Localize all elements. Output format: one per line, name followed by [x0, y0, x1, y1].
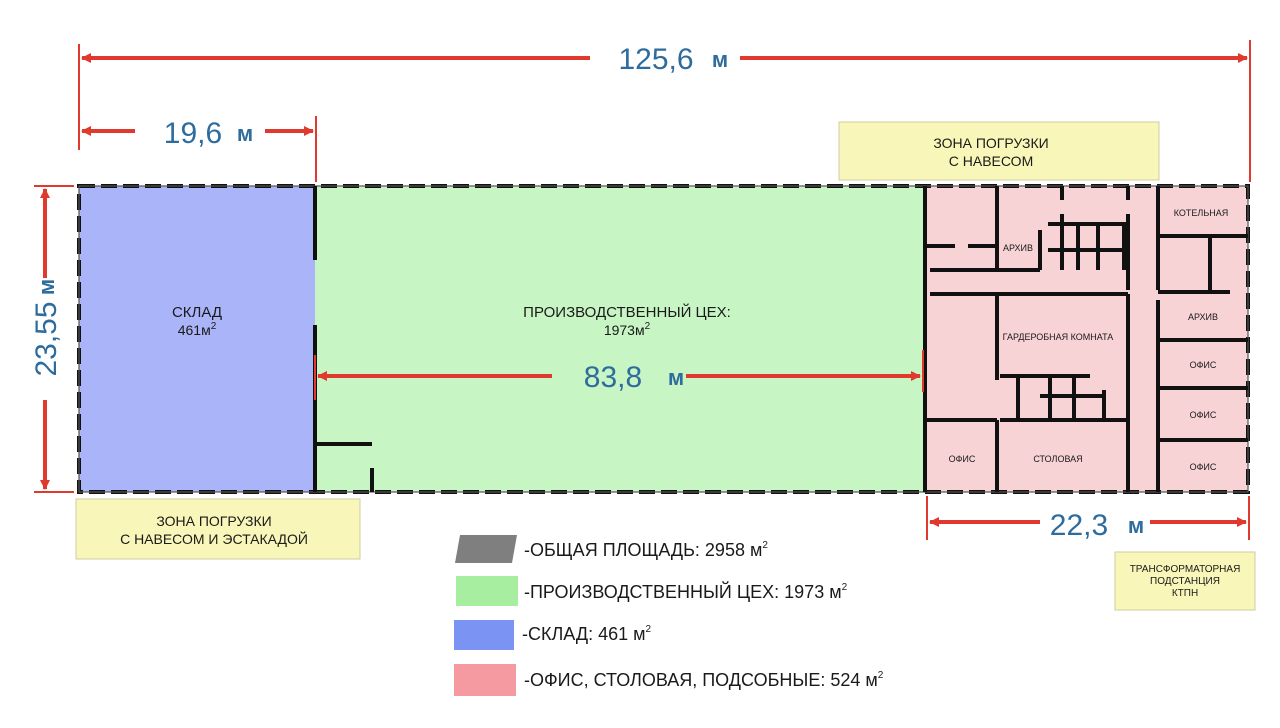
legend-item-office: -ОФИС, СТОЛОВАЯ, ПОДСОБНЫЕ: 524 м2 — [454, 664, 884, 696]
legend-label-shop: -ПРОИЗВОДСТВЕННЫЙ ЦЕХ: 1973 м2 — [524, 581, 848, 602]
warehouse-area: 461м2 — [178, 321, 217, 338]
transformer-substation: ТРАНСФОРМАТОРНАЯ ПОДСТАНЦИЯ КТПН — [1114, 551, 1256, 611]
dim-office-value: 22,3 — [1050, 509, 1108, 542]
warehouse-zone — [79, 186, 315, 492]
legend-swatch-total — [455, 535, 517, 563]
loading-top-line-2: С НАВЕСОМ — [949, 153, 1033, 169]
warehouse-label: СКЛАД — [172, 304, 222, 321]
room-archive-1: АРХИВ — [1003, 243, 1033, 253]
production-shop-area: 1973м2 — [604, 321, 651, 338]
legend-swatch-office — [454, 664, 516, 696]
room-office-left: ОФИС — [949, 454, 976, 464]
dim-total-unit: м — [712, 47, 728, 72]
room-office-right-3: ОФИС — [1190, 462, 1217, 472]
dimension-lines — [34, 40, 1251, 540]
loading-bottom-line-2: С НАВЕСОМ И ЭСТАКАДОЙ — [120, 530, 308, 547]
loading-zone-top: ЗОНА ПОГРУЗКИ С НАВЕСОМ — [838, 121, 1160, 181]
loading-bottom-line-1: ЗОНА ПОГРУЗКИ — [156, 513, 271, 529]
legend-item-warehouse: -СКЛАД: 461 м2 — [454, 620, 652, 650]
legend-label-office: -ОФИС, СТОЛОВАЯ, ПОДСОБНЫЕ: 524 м2 — [524, 670, 884, 690]
dim-width: 23,55 м — [30, 279, 63, 377]
legend: -ОБЩАЯ ПЛОЩАДЬ: 2958 м2 -ПРОИЗВОДСТВЕННЫ… — [454, 535, 884, 696]
dim-total-value: 125,6 — [618, 43, 693, 76]
room-boiler: КОТЕЛЬНАЯ — [1174, 208, 1228, 218]
dim-shop-value: 83,8 — [584, 361, 642, 394]
dim-shop-unit: м — [668, 365, 684, 390]
legend-swatch-warehouse — [454, 620, 514, 650]
loading-zone-bottom: ЗОНА ПОГРУЗКИ С НАВЕСОМ И ЭСТАКАДОЙ — [75, 498, 361, 560]
legend-swatch-shop — [456, 576, 518, 606]
legend-item-total: -ОБЩАЯ ПЛОЩАДЬ: 2958 м2 — [455, 535, 768, 563]
dim-office-unit: м — [1128, 513, 1144, 538]
room-office-right-2: ОФИС — [1190, 410, 1217, 420]
legend-label-total: -ОБЩАЯ ПЛОЩАДЬ: 2958 м2 — [524, 540, 768, 560]
production-shop-zone — [315, 186, 925, 492]
legend-item-shop: -ПРОИЗВОДСТВЕННЫЙ ЦЕХ: 1973 м2 — [456, 576, 848, 606]
dim-width-unit: м — [34, 279, 59, 295]
room-archive-2: АРХИВ — [1188, 312, 1218, 322]
loading-top-line-1: ЗОНА ПОГРУЗКИ — [933, 135, 1048, 151]
dim-width-value: 23,55 — [30, 301, 63, 376]
transformer-line-3: КТПН — [1172, 588, 1198, 599]
room-wardrobe: ГАРДЕРОБНАЯ КОМНАТА — [1003, 332, 1114, 342]
dim-warehouse-value: 19,6 — [164, 117, 222, 150]
room-canteen: СТОЛОВАЯ — [1033, 454, 1082, 464]
legend-label-warehouse: -СКЛАД: 461 м2 — [522, 624, 652, 644]
room-office-right-1: ОФИС — [1190, 360, 1217, 370]
transformer-line-1: ТРАНСФОРМАТОРНАЯ — [1130, 564, 1241, 575]
transformer-line-2: ПОДСТАНЦИЯ — [1150, 576, 1220, 587]
dim-warehouse-unit: м — [237, 121, 253, 146]
partition-walls — [313, 186, 1248, 492]
production-shop-label: ПРОИЗВОДСТВЕННЫЙ ЦЕХ: — [523, 303, 731, 321]
